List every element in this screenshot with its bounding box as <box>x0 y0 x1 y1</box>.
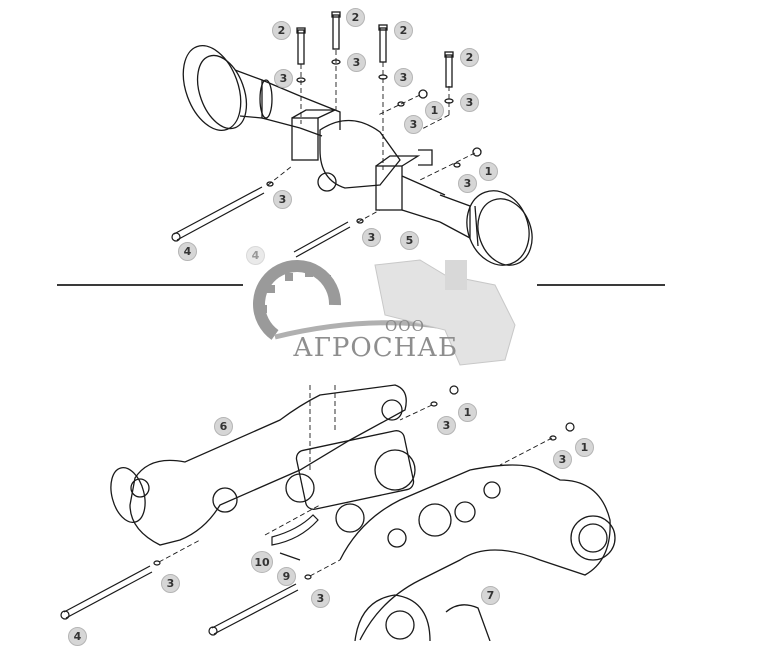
section-separator-right <box>537 284 665 286</box>
callout-6: 6 <box>214 417 233 436</box>
callout-1: 1 <box>458 403 477 422</box>
top-long-bolts-icon <box>171 186 351 258</box>
callout-5: 5 <box>400 231 419 250</box>
callout-4: 4 <box>178 242 197 261</box>
watermark-company-name: АГРОСНАБ <box>293 333 459 363</box>
bottom-right-arm-icon <box>339 464 616 641</box>
callout-3: 3 <box>347 53 366 72</box>
bottom-left-arm-icon <box>110 384 407 546</box>
callout-3: 3 <box>274 69 293 88</box>
callout-4: 4 <box>68 627 87 646</box>
watermark-prefix: ООО <box>385 317 425 335</box>
callout-3: 3 <box>437 416 456 435</box>
callout-2: 2 <box>460 48 479 67</box>
callout-4: 4 <box>246 246 265 265</box>
callout-3: 3 <box>553 450 572 469</box>
callout-10: 10 <box>251 551 273 573</box>
section-separator-left <box>57 284 243 286</box>
callout-2: 2 <box>272 21 291 40</box>
callout-1: 1 <box>575 438 594 457</box>
callout-2: 2 <box>346 8 365 27</box>
top-center-housing-icon <box>291 95 446 223</box>
callout-3: 3 <box>362 228 381 247</box>
callout-1: 1 <box>479 162 498 181</box>
agrosnab-watermark: ООО АГРОСНАБ <box>245 255 535 385</box>
callout-2: 2 <box>394 21 413 40</box>
callout-3: 3 <box>311 589 330 608</box>
callout-3: 3 <box>161 574 180 593</box>
top-left-hub-icon <box>182 45 301 131</box>
callout-9: 9 <box>277 567 296 586</box>
bottom-bolts-icon <box>60 385 575 636</box>
callout-3: 3 <box>460 93 479 112</box>
callout-1: 1 <box>425 101 444 120</box>
bottom-center-diff-icon <box>285 430 416 533</box>
callout-3: 3 <box>273 190 292 209</box>
gear-combine-logo-icon <box>253 259 516 366</box>
callout-7: 7 <box>481 586 500 605</box>
bottom-dashed-leaders <box>158 385 553 577</box>
callout-3: 3 <box>404 115 423 134</box>
callout-3: 3 <box>394 68 413 87</box>
callout-3: 3 <box>458 174 477 193</box>
top-right-hub-icon <box>439 190 533 266</box>
top-dashed-leaders <box>267 50 476 223</box>
